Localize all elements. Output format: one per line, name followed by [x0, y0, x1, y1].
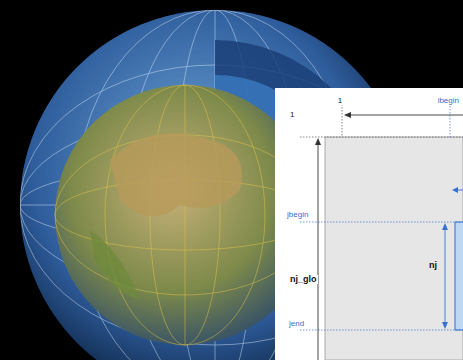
dimension-label: nj — [428, 261, 438, 270]
index-label: ibegin — [437, 97, 460, 105]
index-label: jend — [288, 320, 305, 328]
index-label: 1 — [289, 111, 295, 119]
index-label: 1 — [337, 97, 343, 105]
index-label: jbegin — [286, 211, 309, 219]
dimension-label: nj_glo — [289, 275, 318, 284]
